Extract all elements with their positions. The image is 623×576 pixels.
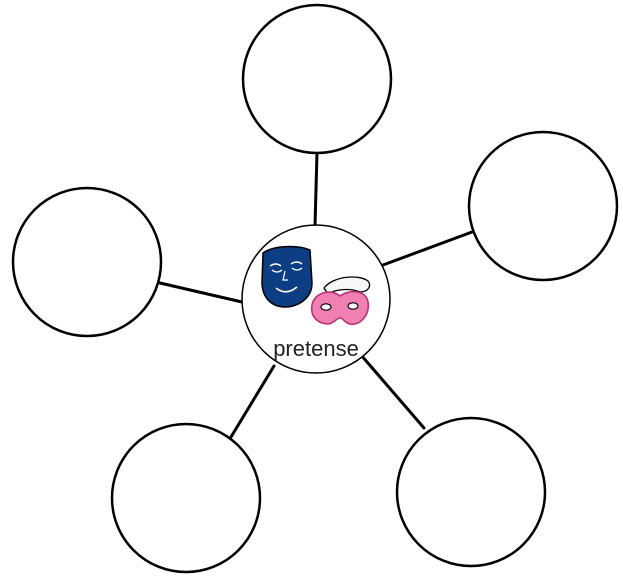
outer-node-lower-right[interactable]: [395, 416, 547, 568]
pink-mask-icon: [310, 276, 371, 325]
theater-masks-icon: [261, 245, 371, 325]
connector-upper-left: [158, 281, 244, 304]
connector-lower-right: [359, 353, 426, 430]
connectors: [158, 151, 474, 439]
connector-lower-left: [229, 364, 276, 439]
outer-node-top[interactable]: [241, 3, 393, 155]
center-label: pretense: [273, 336, 359, 361]
outer-node-upper-right[interactable]: [467, 130, 619, 282]
outer-node-lower-left[interactable]: [110, 422, 262, 574]
connector-upper-right: [381, 230, 474, 267]
center-node[interactable]: pretense: [241, 224, 391, 374]
blue-mask-icon: [261, 245, 313, 308]
connector-top: [313, 151, 319, 228]
outer-node-upper-left[interactable]: [11, 186, 163, 338]
outer-nodes: [11, 3, 619, 574]
